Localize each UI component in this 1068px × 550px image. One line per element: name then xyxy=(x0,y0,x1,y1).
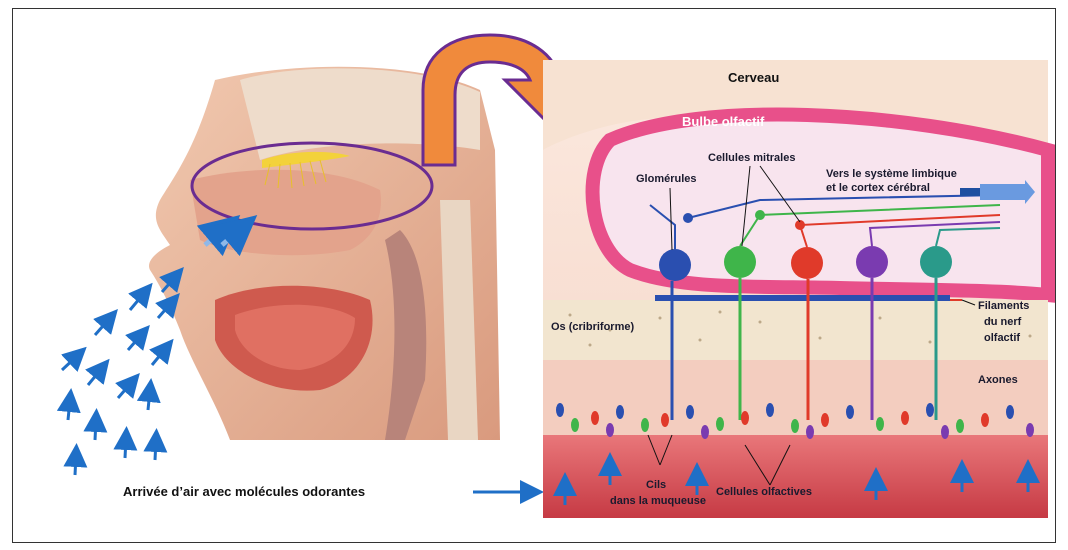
label-axones: Axones xyxy=(978,374,1018,386)
label-filaments: Filaments xyxy=(978,300,1029,312)
label-cortex: et le cortex cérébral xyxy=(826,182,930,194)
label-du-nerf: du nerf xyxy=(984,316,1021,328)
label-dans-muqueuse: dans la muqueuse xyxy=(610,495,706,507)
olfactory-zoom-panel xyxy=(543,60,1048,518)
label-cellules-mitrales: Cellules mitrales xyxy=(708,152,795,164)
label-arrivee-air: Arrivée d’air avec molécules odorantes xyxy=(123,484,365,499)
label-cerveau: Cerveau xyxy=(728,70,779,85)
label-vers-systeme: Vers le système limbique xyxy=(826,168,957,180)
label-glomerules: Glomérules xyxy=(636,173,697,185)
label-os-cribriforme: Os (cribriforme) xyxy=(551,321,634,333)
label-cellules-olfactives: Cellules olfactives xyxy=(716,486,812,498)
label-olfactif: olfactif xyxy=(984,332,1020,344)
label-bulbe-olfactif: Bulbe olfactif xyxy=(682,114,764,129)
label-cils: Cils xyxy=(646,479,666,491)
